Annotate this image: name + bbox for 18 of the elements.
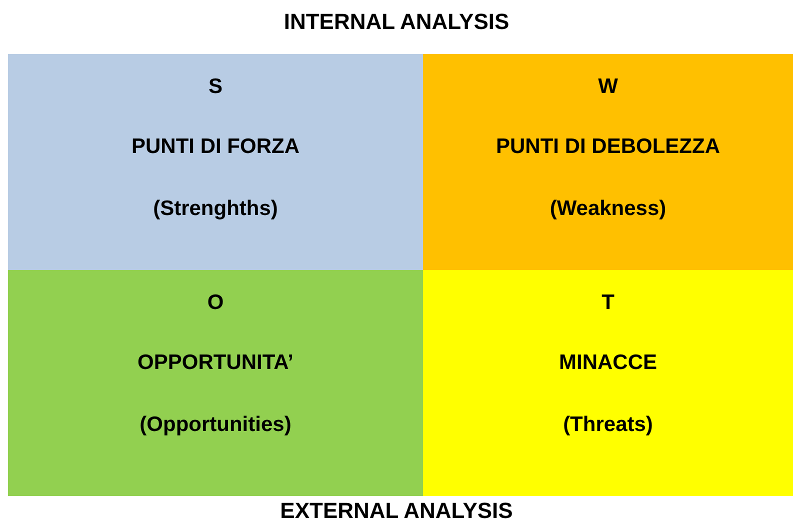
- quadrant-subtitle: (Opportunities): [138, 412, 292, 438]
- diagram-title: INTERNAL ANALYSIS: [282, 8, 510, 36]
- quadrant-heading: MINACCE: [558, 350, 658, 376]
- diagram-caption: EXTERNAL ANALYSIS: [279, 498, 514, 524]
- swot-quadrant: [8, 270, 423, 496]
- swot-quadrant: [423, 54, 793, 270]
- quadrant-heading: PUNTI DI DEBOLEZZA: [495, 134, 721, 160]
- quadrant-letter: S: [207, 74, 224, 100]
- swot-quadrant: [423, 270, 793, 496]
- quadrant-subtitle: (Weakness): [548, 196, 668, 222]
- quadrant-letter: W: [597, 74, 619, 100]
- quadrant-letter: O: [206, 290, 225, 316]
- quadrant-letter: T: [600, 290, 616, 316]
- swot-quadrant: [8, 54, 423, 270]
- quadrant-subtitle: (Strenghths): [152, 196, 279, 222]
- quadrant-heading: OPPORTUNITA’: [136, 350, 294, 376]
- quadrant-heading: PUNTI DI FORZA: [130, 134, 300, 160]
- quadrant-subtitle: (Threats): [562, 412, 654, 438]
